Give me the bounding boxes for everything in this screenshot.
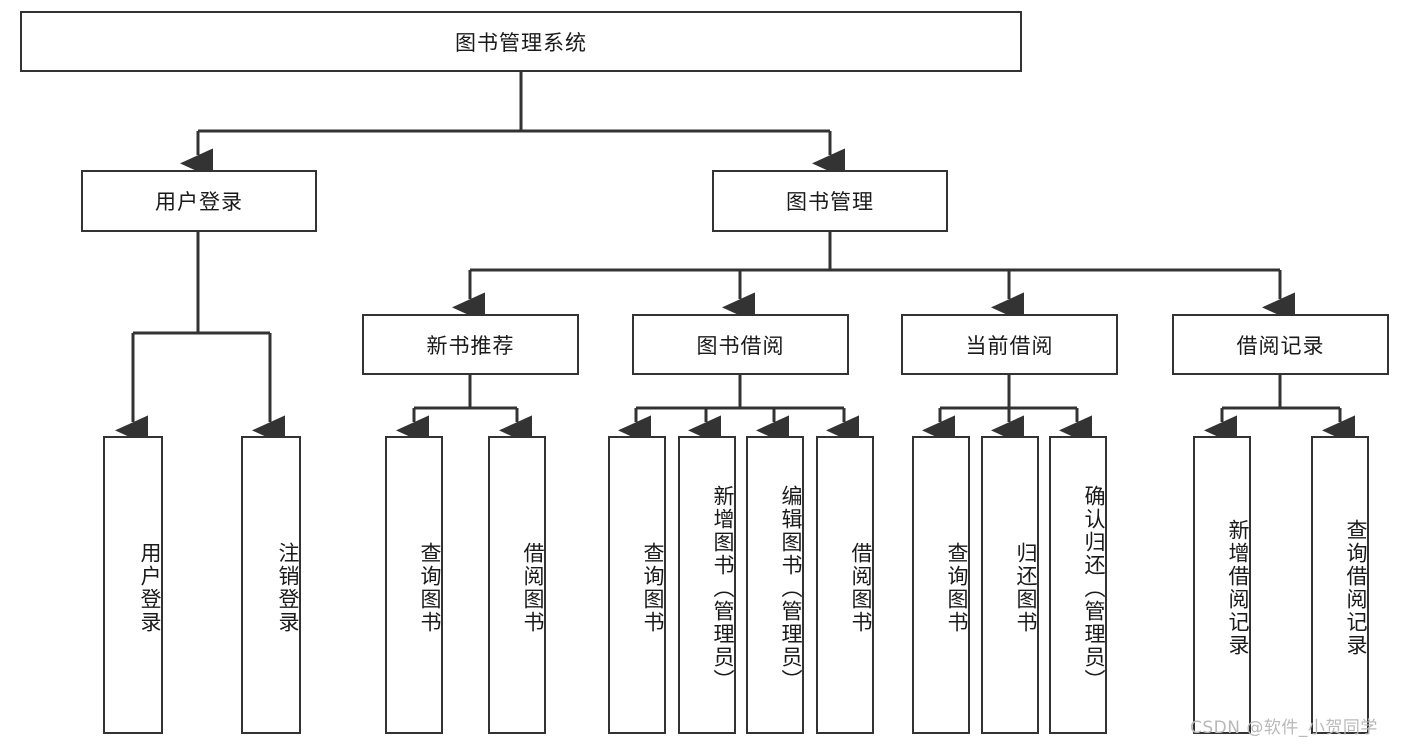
- node-borrow-record[interactable]: 借阅记录: [1172, 314, 1389, 375]
- leaf-borrow-borrow-book[interactable]: 借阅图书: [816, 436, 874, 734]
- leaf-record-add-record[interactable]: 新增借阅记录: [1193, 436, 1251, 734]
- leaf-borrow-query-book[interactable]: 查询图书: [608, 436, 666, 734]
- node-current-borrow[interactable]: 当前借阅: [901, 314, 1118, 375]
- node-label: 图书管理系统: [455, 30, 587, 55]
- node-label: 确认归还（管理员）: [1082, 484, 1106, 692]
- leaf-recommend-borrow-book[interactable]: 借阅图书: [488, 436, 546, 734]
- leaf-user-login-signin[interactable]: 用户登录: [103, 436, 163, 734]
- leaf-current-return-book[interactable]: 归还图书: [981, 436, 1039, 734]
- node-label: 新增图书（管理员）: [711, 484, 735, 692]
- node-label: 用户登录: [155, 190, 243, 214]
- node-label: 查询借阅记录: [1344, 519, 1368, 657]
- node-root-system[interactable]: 图书管理系统: [20, 11, 1022, 72]
- leaf-borrow-add-book-admin[interactable]: 新增图书（管理员）: [678, 436, 736, 734]
- node-label: 查询图书: [945, 542, 969, 634]
- node-new-book-recommend[interactable]: 新书推荐: [362, 314, 579, 375]
- node-label: 用户登录: [138, 542, 162, 634]
- node-book-management[interactable]: 图书管理: [712, 170, 948, 232]
- node-label: 借阅图书: [849, 542, 873, 634]
- leaf-borrow-edit-book-admin[interactable]: 编辑图书（管理员）: [746, 436, 804, 734]
- node-label: 查询图书: [418, 542, 442, 634]
- node-label: 借阅记录: [1236, 333, 1325, 358]
- leaf-recommend-query-book[interactable]: 查询图书: [385, 436, 443, 734]
- node-label: 新增借阅记录: [1226, 519, 1250, 657]
- leaf-current-confirm-return-admin[interactable]: 确认归还（管理员）: [1049, 436, 1107, 734]
- node-label: 图书借阅: [696, 333, 785, 358]
- node-book-borrow[interactable]: 图书借阅: [632, 314, 849, 375]
- node-label: 查询图书: [641, 542, 665, 634]
- node-label: 新书推荐: [426, 333, 515, 358]
- node-label: 注销登录: [276, 542, 300, 634]
- leaf-user-login-signout[interactable]: 注销登录: [241, 436, 301, 734]
- node-label: 归还图书: [1014, 542, 1038, 634]
- node-label: 借阅图书: [521, 542, 545, 634]
- node-label: 图书管理: [786, 190, 874, 214]
- csdn-watermark: CSDN @软件_小贺同学: [1190, 718, 1378, 738]
- node-user-login[interactable]: 用户登录: [81, 170, 317, 232]
- leaf-record-query-record[interactable]: 查询借阅记录: [1311, 436, 1369, 734]
- node-label: 编辑图书（管理员）: [779, 484, 803, 692]
- node-label: 当前借阅: [965, 333, 1054, 358]
- leaf-current-query-book[interactable]: 查询图书: [912, 436, 970, 734]
